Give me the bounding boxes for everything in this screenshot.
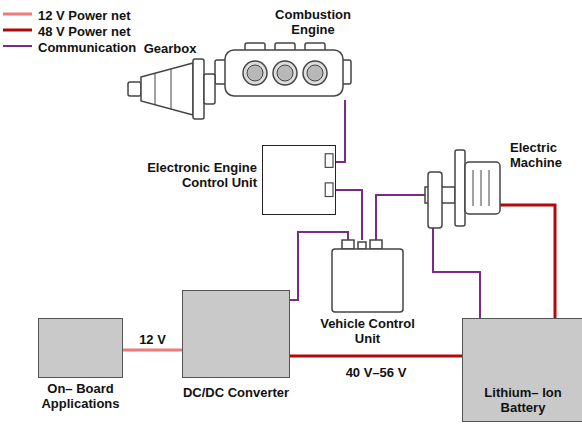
connector [376,195,425,240]
legend-text: 48 V Power net [38,24,130,39]
node-label: On– Board Applications [31,381,131,411]
combustion-engine: Combustion Engine [215,38,355,100]
legend-text: 12 V Power net [38,8,130,23]
connector [123,349,182,352]
vehicle-control-unit: Vehicle Control Unit [330,240,405,314]
legend-row: Communication [2,38,100,54]
node-label: Vehicle Control Unit [312,316,424,346]
connector [290,355,462,358]
legend-text: Communication [38,40,136,55]
gearbox: Gearbox [125,58,215,120]
connector [433,228,480,318]
node-label: Electronic Engine Control Unit [127,160,257,190]
legend-line [3,45,32,47]
edge-label: 40 V–56 V [344,365,409,380]
legend-line [3,13,32,16]
legend-row: 48 V Power net [2,22,94,38]
legend-line-sample [2,6,34,22]
electric-machine: Electric Machine [425,148,500,228]
dc-dc-converter: DC/DC Converter [182,290,290,378]
legend-line-sample [2,22,34,38]
on-board-applications: On– Board Applications [38,318,123,378]
node-label: Combustion Engine [265,7,361,37]
node-label: Lithium– Ion Battery [463,385,582,415]
node-label: Electric Machine [510,140,578,170]
edge-label: 12 V [137,332,168,347]
combustion-engine-drawing [215,38,355,100]
vehicle-control-unit-drawing [330,240,405,314]
electric-machine-drawing [425,148,500,228]
engine-control-unit-drawing [263,146,335,214]
node-label: Gearbox [144,41,197,56]
gearbox-drawing [125,58,215,120]
node-label: DC/DC Converter [183,385,289,400]
legend-line [3,29,32,32]
legend-row: 12 V Power net [2,6,94,22]
lithium-ion-battery: Lithium– Ion Battery [462,318,582,422]
legend-line-sample [2,38,34,54]
connector [500,205,555,318]
connector [336,100,345,162]
engine-control-unit: Electronic Engine Control Unit [262,145,336,215]
